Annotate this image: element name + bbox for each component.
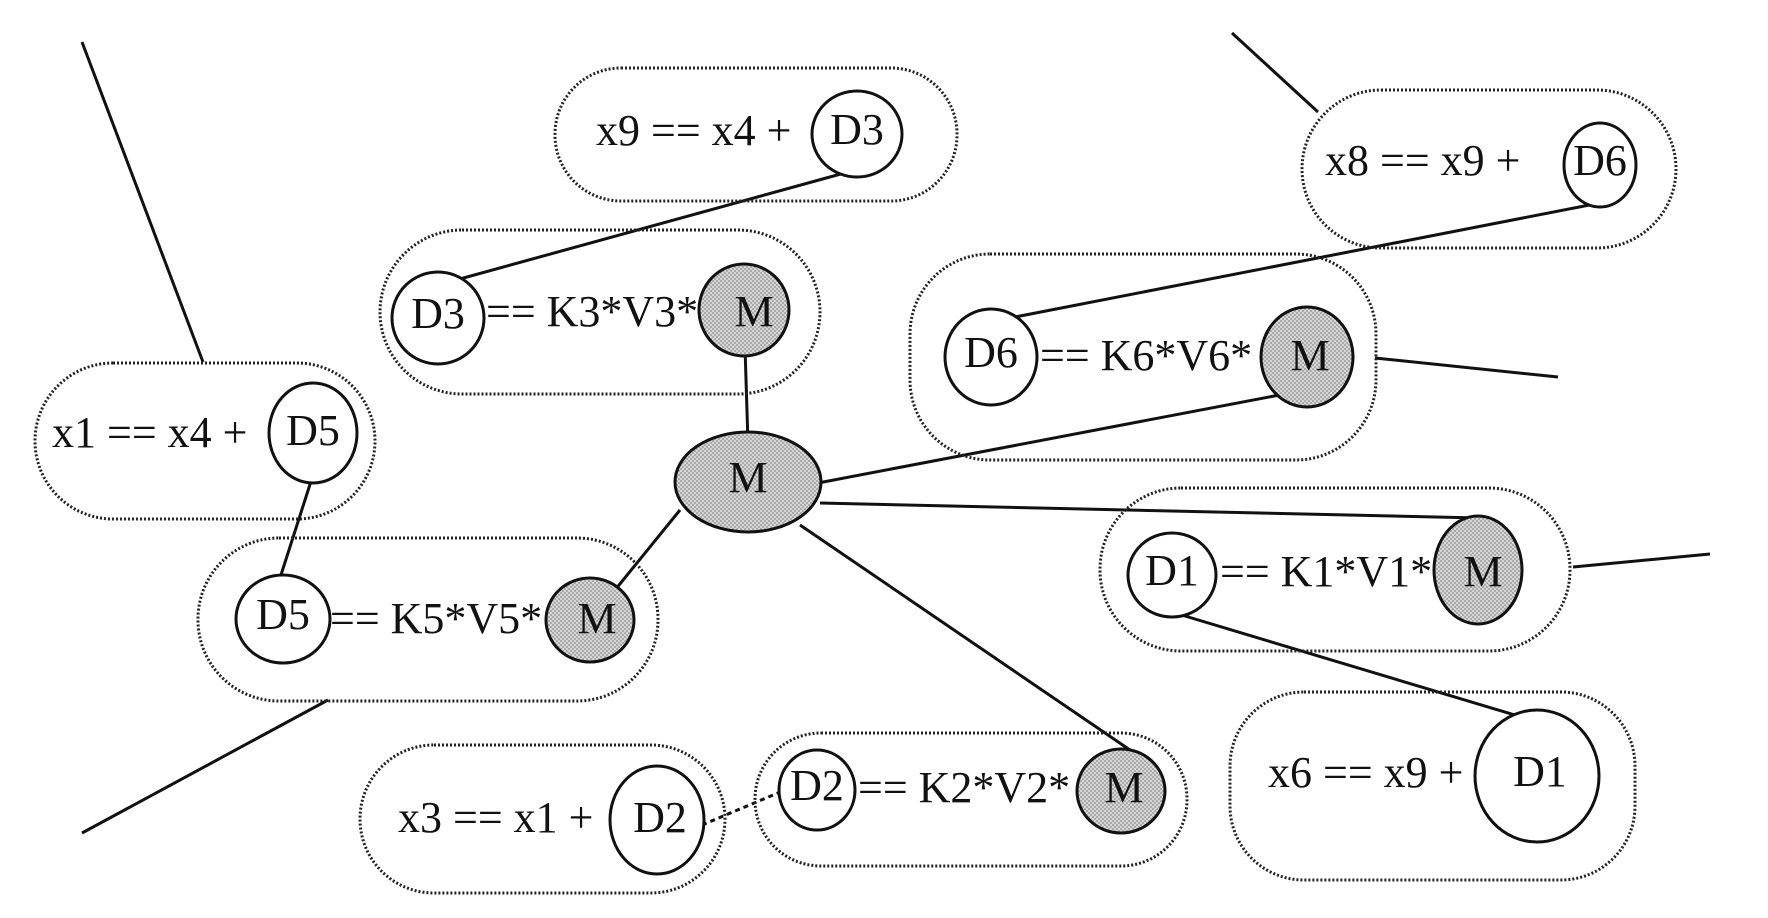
d5-m: M (577, 594, 616, 643)
x3-var: D2 (633, 793, 687, 842)
d2-m: M (1104, 763, 1143, 812)
edge-outside-d6 (1374, 356, 1559, 379)
constraint-x8: x8 == x9 + D6 (1300, 88, 1678, 250)
constraint-d2: D2 == K2*V2* M (753, 731, 1189, 868)
d1-var: D1 (1145, 546, 1199, 595)
x9-equation: x9 == x4 + (596, 106, 791, 155)
edge-outside-d5 (81, 698, 329, 835)
constraint-x6: x6 == x9 + D1 (1228, 690, 1637, 882)
d3-m: M (734, 287, 773, 336)
shared-node-m: M (673, 430, 823, 534)
constraint-x9: x9 == x4 + D3 (553, 66, 959, 203)
edge-m-d2 (799, 523, 1131, 752)
d2-var: D2 (790, 761, 844, 810)
x8-var: D6 (1573, 136, 1627, 185)
constraint-x1: x1 == x4 + D5 (33, 361, 377, 521)
edge-m-d1 (819, 501, 1481, 520)
x1-var: D5 (286, 406, 340, 455)
edge-d1-x6 (1164, 608, 1539, 724)
constraint-d3: D3 == K3*V3* M (378, 228, 822, 396)
constraint-x3: x3 == x1 + D2 (358, 743, 727, 895)
d5-equation: == K5*V5* (330, 594, 542, 643)
x6-equation: x6 == x9 + (1268, 748, 1463, 797)
x1-equation: x1 == x4 + (52, 408, 247, 457)
m-label: M (728, 453, 767, 502)
d1-m: M (1463, 547, 1502, 596)
d2-equation: == K2*V2* (858, 763, 1070, 812)
edge-x1-d5 (278, 474, 315, 579)
d1-equation: == K1*V1* (1220, 547, 1432, 596)
edge-x3-d2 (701, 788, 786, 827)
edge-x8-d6 (1009, 199, 1611, 320)
edge-m-d6 (817, 391, 1291, 485)
x8-equation: x8 == x9 + (1325, 136, 1520, 185)
constraint-d5: D5 == K5*V5* M (196, 536, 660, 703)
edge-outside-d1 (1572, 552, 1711, 569)
d5-var: D5 (256, 590, 310, 639)
d6-equation: == K6*V6* (1040, 331, 1252, 380)
d6-m: M (1290, 331, 1329, 380)
constraint-d1: D1 == K1*V1* M (1098, 486, 1572, 653)
edge-outside-x8 (1230, 31, 1320, 114)
d3-equation: == K3*V3* (486, 287, 698, 336)
x6-var: D1 (1513, 747, 1567, 796)
edge-m-d5 (613, 509, 682, 591)
d6-var: D6 (964, 328, 1018, 377)
x9-var: D3 (830, 105, 884, 154)
d3-var: D3 (411, 289, 465, 338)
x3-equation: x3 == x1 + (398, 793, 593, 842)
edge-outside-x1 (80, 41, 205, 363)
constraint-d6: D6 == K6*V6* M (908, 252, 1378, 462)
